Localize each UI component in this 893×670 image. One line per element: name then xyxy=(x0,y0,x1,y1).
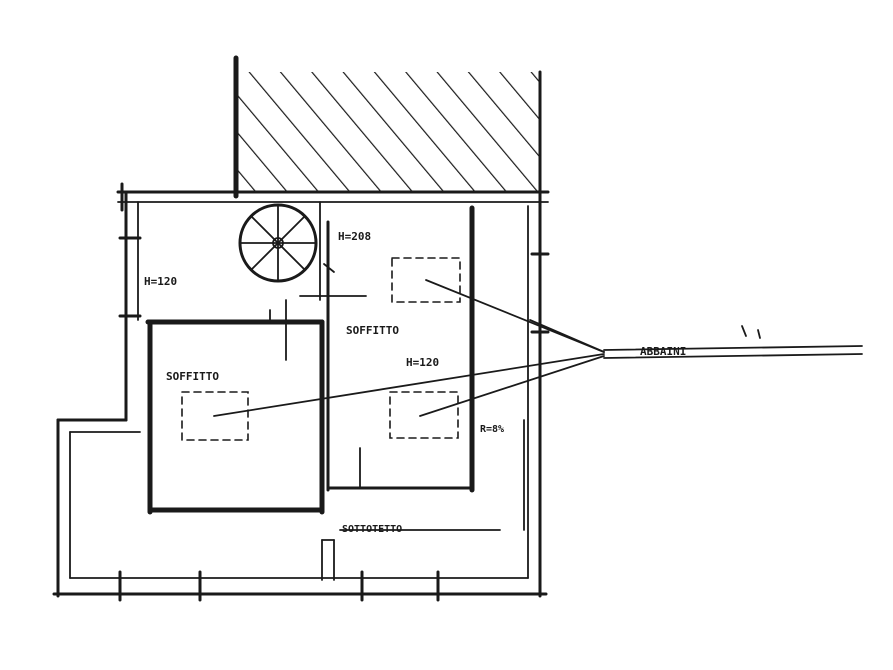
outer-walls xyxy=(52,190,550,598)
room-label-left: SOFFITTO xyxy=(166,370,219,383)
pointer-note: ABBAINI xyxy=(640,345,686,358)
height-label-mid: H=120 xyxy=(406,356,439,369)
leader-lines xyxy=(213,279,863,417)
slope-note: R=8% xyxy=(480,424,504,435)
height-label-topright: H=208 xyxy=(338,230,371,243)
hatched-wall-block xyxy=(233,55,542,199)
window-marks xyxy=(118,182,550,602)
skylight-outlines xyxy=(181,257,461,441)
bottom-note: SOTTOTETTO xyxy=(342,524,402,535)
interior-partitions xyxy=(145,201,475,581)
spiral-staircase xyxy=(238,203,318,283)
dimension-ticks xyxy=(269,309,525,531)
height-label-topleft: H=120 xyxy=(144,275,177,288)
room-label-right: SOFFITTO xyxy=(346,324,399,337)
